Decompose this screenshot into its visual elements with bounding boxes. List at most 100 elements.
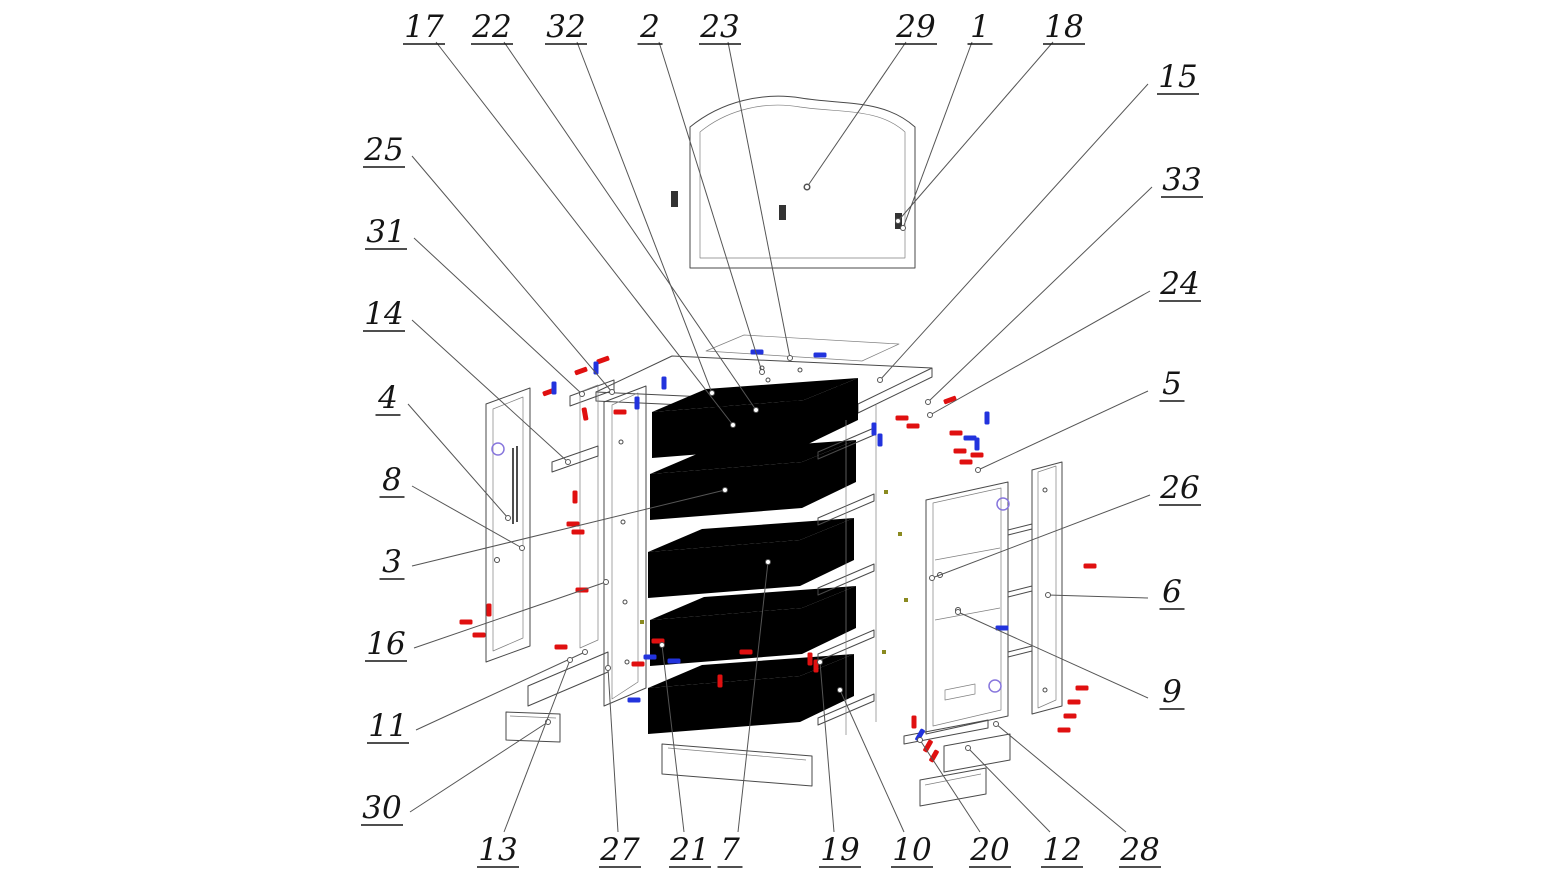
leader-dot-29 <box>804 184 810 190</box>
callout-16: 16 <box>366 626 405 662</box>
mirror-frame-outer <box>689 95 916 269</box>
fastener-red-icon <box>574 366 588 376</box>
callout-13: 13 <box>478 832 517 868</box>
callout-17: 17 <box>404 9 444 45</box>
right-outer-panel <box>1031 461 1063 715</box>
callout-6: 6 <box>1162 574 1182 610</box>
callout-19: 19 <box>820 832 859 868</box>
fastener-blue-icon <box>634 396 640 410</box>
leader-dot-13 <box>567 657 573 663</box>
leader-dot-31 <box>579 391 585 397</box>
leader-dot-33 <box>925 399 931 405</box>
left-inner-side-panel <box>603 385 647 707</box>
fastener-red-icon <box>943 395 957 405</box>
callout-23: 23 <box>699 9 739 45</box>
fastener-red-icon <box>970 452 984 458</box>
fastener-red-icon <box>571 529 585 535</box>
callout-15: 15 <box>1158 59 1197 95</box>
leader-line-25 <box>411 155 613 393</box>
mirror-frame-inner <box>699 104 906 259</box>
fastener-red-icon <box>906 423 920 429</box>
callout-27: 27 <box>599 832 640 868</box>
callout-20: 20 <box>969 832 1009 868</box>
leader-dot-28 <box>993 721 999 727</box>
leader-line-26 <box>931 494 1151 579</box>
leader-line-19 <box>819 661 835 833</box>
left-plinth <box>505 711 561 743</box>
leader-dot-12 <box>965 745 971 751</box>
fastener-red-icon <box>596 355 610 365</box>
callout-25: 25 <box>363 132 403 168</box>
leader-line-21 <box>661 644 685 833</box>
callout-32: 32 <box>546 9 585 45</box>
fastener-red-icon <box>1075 685 1089 691</box>
leader-dot-16 <box>603 579 609 585</box>
callout-26: 26 <box>1159 470 1199 506</box>
drawer-4 <box>650 586 856 666</box>
fastener-blue-icon <box>995 625 1009 631</box>
leader-line-18 <box>897 41 1054 222</box>
dowel-dot-icon <box>640 620 644 624</box>
leader-dot-27 <box>605 665 611 671</box>
fastener-red-icon <box>929 749 939 763</box>
fastener-red-icon <box>953 448 967 454</box>
leader-line-23 <box>727 41 791 359</box>
dowel-dot-icon <box>882 650 886 654</box>
leader-dot-11 <box>582 649 588 655</box>
leader-line-13 <box>503 659 571 833</box>
fastener-red-icon <box>739 649 753 655</box>
mirror-assembly <box>671 95 916 269</box>
leader-dot-6 <box>1045 592 1051 598</box>
side-bracket <box>551 445 599 473</box>
leader-dot-26 <box>929 575 935 581</box>
leader-line-33 <box>927 186 1153 403</box>
hinge-cam-icon <box>491 442 505 456</box>
fastener-blue-icon <box>813 352 827 358</box>
callout-30: 30 <box>362 790 401 826</box>
fastener-red-icon <box>807 652 813 666</box>
callout-9: 9 <box>1162 674 1182 710</box>
leader-dot-3 <box>722 487 728 493</box>
leader-line-24 <box>929 290 1151 416</box>
leader-dot-2 <box>759 369 765 375</box>
mirror-bracket-center-icon <box>779 205 786 220</box>
callout-28: 28 <box>1119 832 1159 868</box>
callout-2: 2 <box>639 9 660 45</box>
fastener-red-icon <box>486 603 492 617</box>
leader-dot-1 <box>900 225 906 231</box>
fastener-red-icon <box>613 409 627 415</box>
fastener-blue-icon <box>667 658 681 664</box>
leader-line-29 <box>806 41 907 188</box>
callout-4: 4 <box>377 380 398 416</box>
fastener-red-icon <box>959 459 973 465</box>
leader-line-1 <box>902 41 973 229</box>
leader-dot-8 <box>519 545 525 551</box>
fastener-red-icon <box>895 415 909 421</box>
fastener-blue-icon <box>974 437 980 451</box>
fastener-red-icon <box>472 632 486 638</box>
fastener-marks <box>459 349 1097 763</box>
leader-line-14 <box>411 319 569 463</box>
hinge-cam-icon <box>988 679 1002 693</box>
fastener-red-icon <box>581 407 589 421</box>
furniture-drawing <box>485 95 1063 807</box>
leader-dot-17 <box>730 422 736 428</box>
leader-dot-5 <box>975 467 981 473</box>
leader-line-11 <box>415 651 586 731</box>
right-side-panel <box>925 481 1009 735</box>
fastener-red-icon <box>1067 699 1081 705</box>
drawer-rail-strip <box>579 384 599 649</box>
right-bottom-parts <box>903 719 1011 807</box>
leader-dot-20 <box>917 737 923 743</box>
front-plinth <box>661 743 813 787</box>
callout-14: 14 <box>364 296 403 332</box>
hinge-cam-icon <box>996 497 1010 511</box>
leader-dot-15 <box>877 377 883 383</box>
callout-12: 12 <box>1042 832 1081 868</box>
fastener-red-icon <box>1057 727 1071 733</box>
leader-dot-10 <box>837 687 843 693</box>
callout-29: 29 <box>895 9 935 45</box>
fastener-red-icon <box>1063 713 1077 719</box>
